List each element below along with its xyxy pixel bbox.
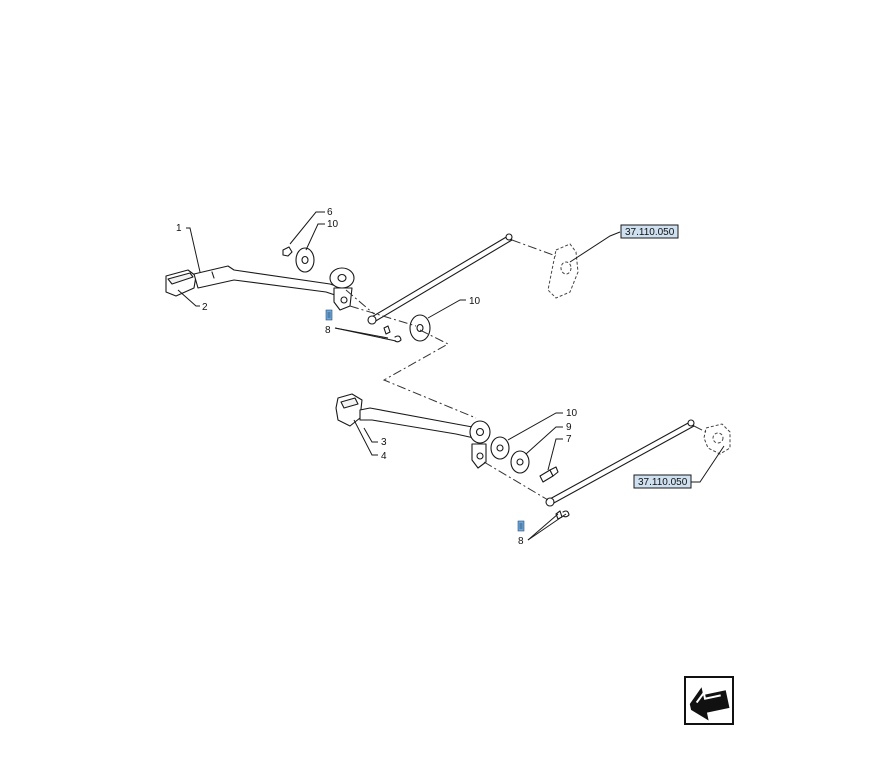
upper-pedal-lever: [193, 265, 343, 297]
upper-nut: [282, 246, 293, 257]
link-tag-upper[interactable]: [325, 309, 333, 321]
callout-1: 1: [176, 223, 182, 234]
reference-link-lower[interactable]: 37.110.050: [633, 474, 692, 489]
lower-sector-gear: [703, 423, 731, 455]
callout-8-upper: 8: [325, 325, 331, 336]
lower-pedal-pad: [335, 393, 363, 427]
upper-sector-gear: [547, 243, 579, 299]
lower-pedal-assembly: [335, 393, 731, 520]
callout-8-lower: 8: [518, 536, 524, 547]
callout-10-mid: 10: [469, 296, 481, 307]
next-page-button[interactable]: [684, 676, 734, 725]
leader-lines: [177, 211, 725, 541]
callout-2: 2: [202, 302, 208, 313]
lower-pedal-lever: [359, 407, 479, 439]
upper-clip-a: [383, 325, 391, 335]
callout-6: 6: [327, 207, 333, 218]
reference-label-upper: 37.110.050: [625, 227, 675, 238]
reference-label-lower: 37.110.050: [638, 477, 688, 488]
upper-pedal-assembly: [165, 233, 579, 419]
callout-4: 4: [381, 451, 387, 462]
callout-10-upper: 10: [327, 219, 339, 230]
callout-labels: 1 2 6 10 10 8 3 4 10 9 7 8: [176, 207, 578, 547]
callout-9: 9: [566, 422, 572, 433]
upper-clip-b: [394, 335, 402, 343]
reference-link-upper[interactable]: 37.110.050: [620, 224, 679, 239]
link-tag-lower[interactable]: [517, 520, 525, 532]
callout-7: 7: [566, 434, 572, 445]
callout-10-lower: 10: [566, 408, 578, 419]
callout-3: 3: [381, 437, 387, 448]
upper-rod: [369, 235, 513, 323]
